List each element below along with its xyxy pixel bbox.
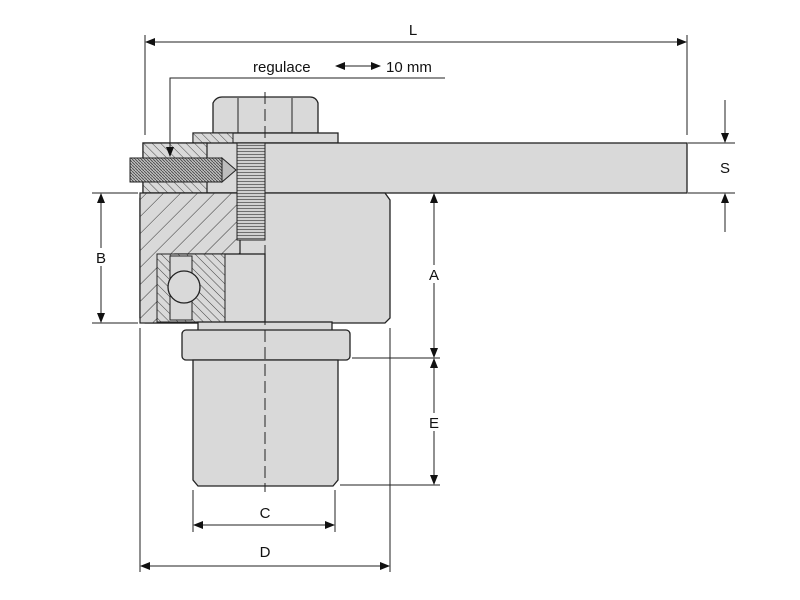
dimension-S — [688, 100, 735, 232]
adjust-label: regulace — [253, 59, 311, 76]
label-A: A — [429, 267, 439, 284]
label-E: E — [429, 415, 439, 432]
flange — [181, 329, 351, 361]
adjust-range: 10 mm — [386, 59, 432, 76]
dimension-C — [192, 490, 336, 532]
screw-tip — [221, 156, 237, 184]
ball-bearing — [156, 253, 266, 323]
dimension-D — [139, 328, 391, 572]
label-B: B — [96, 250, 106, 267]
vertical-bolt-thread — [236, 142, 266, 241]
label-L: L — [409, 22, 417, 39]
washer-section — [192, 132, 234, 144]
label-S: S — [720, 160, 730, 177]
dimension-L — [144, 35, 688, 135]
adjust-leader — [166, 62, 445, 157]
label-D: D — [260, 544, 271, 561]
adjusting-screw — [129, 157, 223, 183]
label-C: C — [260, 505, 271, 522]
